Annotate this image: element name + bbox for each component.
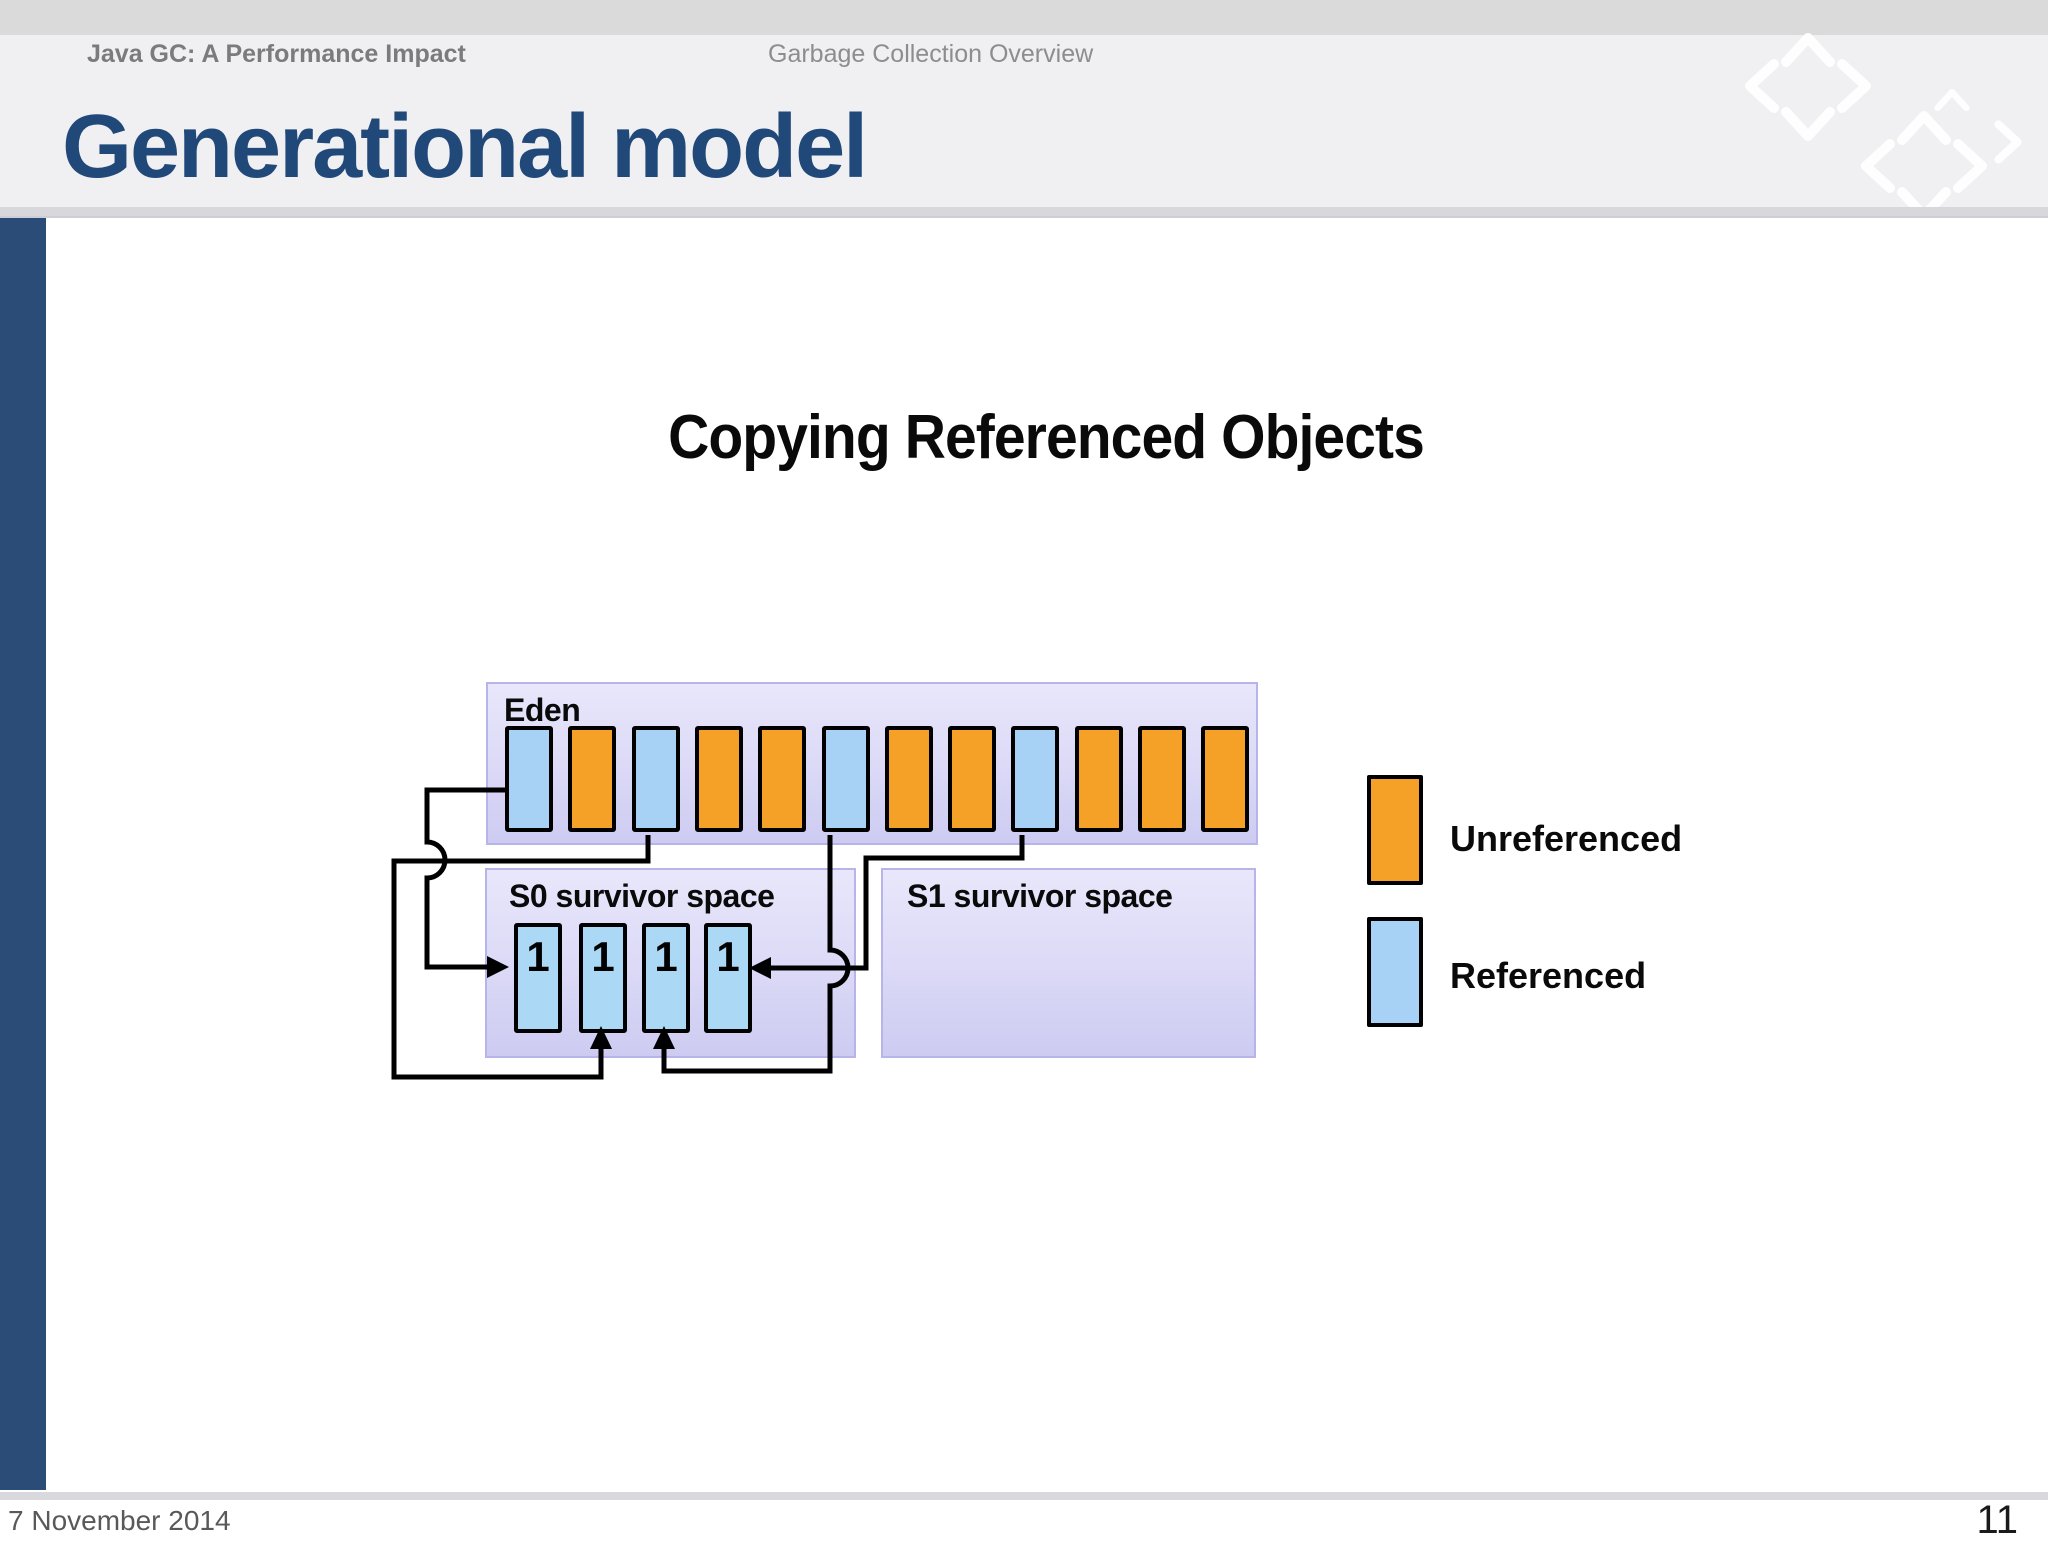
header-band <box>0 35 2048 207</box>
eden-slot-unreferenced <box>884 726 933 832</box>
eden-slot-referenced <box>505 726 553 832</box>
footer-divider <box>0 1492 2048 1500</box>
s1-survivor-panel: S1 survivor space <box>881 868 1256 1058</box>
legend-swatch-unreferenced <box>1367 775 1423 885</box>
eden-label: Eden <box>504 692 581 728</box>
eden-slot-referenced <box>631 726 680 832</box>
eden-slot-unreferenced <box>948 726 997 832</box>
eden-slot-unreferenced <box>1138 726 1186 832</box>
s0-box: 1 <box>579 923 627 1033</box>
s0-box: 1 <box>642 923 690 1033</box>
legend-label-unreferenced: Unreferenced <box>1450 818 1683 859</box>
eden-slot-unreferenced <box>694 726 743 832</box>
deck-title: Java GC: A Performance Impact <box>87 40 466 68</box>
eden-slot-unreferenced <box>1201 726 1250 832</box>
footer-date: 7 November 2014 <box>8 1505 231 1536</box>
s0-box: 1 <box>704 923 752 1033</box>
figure-title: Copying Referenced Objects <box>668 403 1425 472</box>
eden-slot-unreferenced <box>758 726 807 832</box>
legend-label-referenced: Referenced <box>1450 955 1647 996</box>
top-strip <box>0 0 2048 35</box>
s1-label: S1 survivor space <box>907 878 1173 914</box>
section-title: Garbage Collection Overview <box>768 40 1094 68</box>
page-title: Generational model <box>62 97 868 197</box>
eden-panel: Eden <box>486 682 1258 845</box>
eden-slot-referenced <box>821 726 870 832</box>
accent-sidebar <box>0 35 46 1490</box>
legend-swatch-referenced <box>1367 917 1423 1027</box>
s0-label: S0 survivor space <box>509 878 775 914</box>
header-divider <box>0 207 2048 218</box>
eden-slot-referenced <box>1011 726 1060 832</box>
page-number: 11 <box>1976 1498 2018 1542</box>
s0-box: 1 <box>514 923 562 1033</box>
eden-slot-unreferenced <box>1074 726 1123 832</box>
eden-slot-unreferenced <box>568 726 617 832</box>
